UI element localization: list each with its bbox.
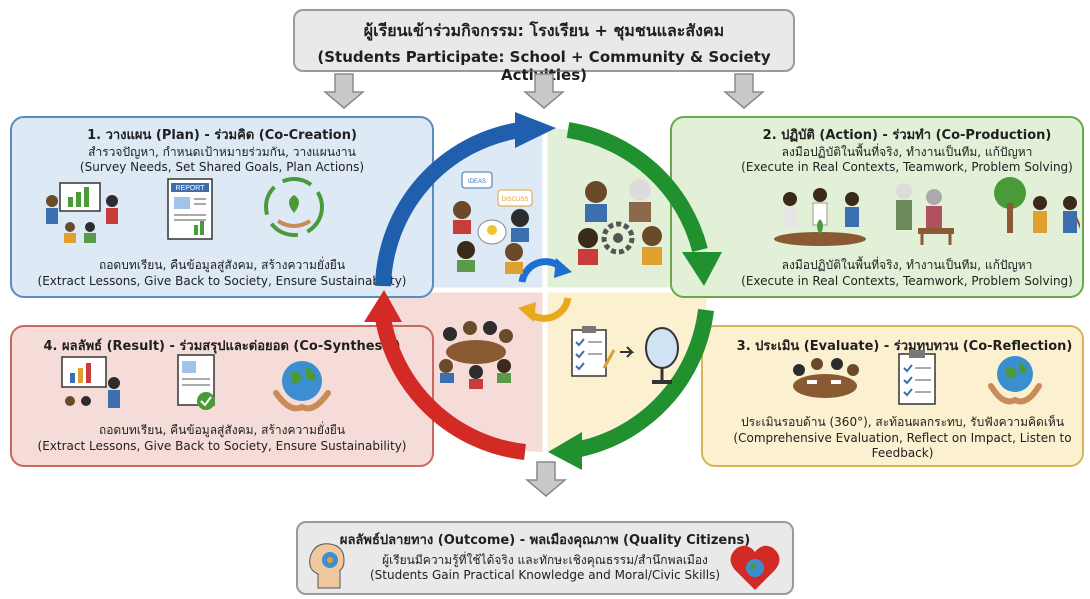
action-line-en: (Execute in Real Contexts, Teamwork, Pro…: [741, 160, 1073, 174]
arrow-green-bottom-head-icon: [548, 432, 582, 470]
evaluate-box: 3. ประเมิน (Evaluate) - ร่วมทบทวน (Co-Re…: [701, 325, 1084, 467]
evaluate-title: 3. ประเมิน (Evaluate) - ร่วมทบทวน (Co-Re…: [736, 339, 1073, 354]
plan-line-en: (Survey Needs, Set Shared Goals, Plan Ac…: [79, 160, 365, 174]
report-icon: REPORT: [167, 178, 213, 240]
inner-arrow-yellow-head-icon: [518, 302, 536, 322]
down-arrow-bottom-icon: [524, 461, 568, 497]
checklist-icon: [898, 350, 936, 405]
evaluate-line-th: ประเมินรอบด้าน (360°), สะท้อนผลกระทบ, รั…: [740, 415, 1065, 429]
clipboard-mirror-icon: [571, 326, 679, 384]
down-arrow-right-icon: [722, 73, 766, 109]
brainstorm-icon: IDEAS DISCUSS: [453, 171, 533, 274]
evaluate-icons: [793, 350, 1042, 405]
down-arrow-left-icon: [322, 73, 366, 109]
result-icons: [61, 354, 331, 412]
bubble-ideas-label: IDEAS: [468, 179, 486, 185]
arrow-blue: [375, 122, 522, 287]
down-arrow-mid-icon: [522, 73, 566, 109]
presentation-icon: [46, 182, 118, 243]
heart-globe-icon: [730, 545, 780, 590]
arrow-red-head-icon: [364, 290, 402, 322]
result-line-en: (Extract Lessons, Give Back to Society, …: [37, 439, 407, 453]
action-line-th: ลงมือปฏิบัติในพื้นที่จริง, ทำงานเป็นทีม,…: [781, 145, 1033, 159]
outcome-line-th: ผู้เรียนมีความรู้ที่ใช้ได้จริง และทักษะเ…: [382, 553, 708, 567]
action-bottom-th: ลงมือปฏิบัติในพื้นที่จริง, ทำงานเป็นทีม,…: [781, 258, 1033, 272]
plan-line-th: สำรวจปัญหา, กำหนดเป้าหมายร่วมกัน, วางแผน…: [88, 145, 356, 159]
plan-bottom-en: (Extract Lessons, Give Back to Society, …: [37, 274, 407, 288]
outcome-box: ผลลัพธ์ปลายทาง (Outcome) - พลเมืองคุณภาพ…: [296, 521, 794, 595]
action-title: 2. ปฏิบัติ (Action) - ร่วมทำ (Co-Product…: [762, 128, 1052, 143]
action-icons: [774, 177, 1080, 246]
plan-title: 1. วางแผน (Plan) - ร่วมคิด (Co-Creation): [87, 128, 357, 143]
collaboration-icon: [578, 179, 662, 265]
meeting-table-icon: [793, 358, 859, 398]
planting-icon: [774, 188, 866, 246]
cleaning-icon: [994, 177, 1080, 233]
report-label: REPORT: [175, 185, 205, 192]
sustainability-icon: [264, 177, 324, 237]
header-box: ผู้เรียนเข้าร่วมกิจกรรม: โรงเรียน + ชุมช…: [293, 9, 795, 84]
result-line-th: ถอดบทเรียน, คืนข้อมูลสู่สังคม, สร้างความ…: [98, 423, 346, 437]
arrow-red: [375, 316, 526, 460]
arrow-green-head-icon: [682, 252, 722, 286]
elderly-care-icon: [896, 183, 954, 245]
team-meeting-icon: [439, 321, 513, 389]
result-title: 4. ผลลัพธ์ (Result) - ร่วมสรุปและต่อยอด …: [43, 339, 401, 354]
evaluate-line-en: (Comprehensive Evaluation, Reflect on Im…: [733, 431, 1072, 460]
document-check-icon: [177, 354, 215, 410]
result-box: 4. ผลลัพธ์ (Result) - ร่วมสรุปและต่อยอด …: [10, 325, 434, 467]
globe-hands-icon: [273, 361, 331, 412]
bubble-discuss-label: DISCUSS: [502, 197, 529, 203]
arrow-blue-head-icon: [515, 112, 556, 148]
globe-hands-feedback-icon: [988, 356, 1042, 405]
arrow-green-bottom: [573, 308, 714, 458]
outcome-title: ผลลัพธ์ปลายทาง (Outcome) - พลเมืองคุณภาพ…: [339, 533, 751, 548]
action-bottom-en: (Execute in Real Contexts, Teamwork, Pro…: [741, 274, 1073, 288]
plan-bottom-th: ถอดบทเรียน, คืนข้อมูลสู่สังคม, สร้างความ…: [98, 258, 346, 272]
inner-arrow-blue-head-icon: [554, 258, 572, 278]
outcome-line-en: (Students Gain Practical Knowledge and M…: [369, 568, 721, 582]
brain-head-icon: [309, 543, 345, 589]
arrow-green-top: [566, 122, 708, 253]
header-title-th: ผู้เรียนเข้าร่วมกิจกรรม: โรงเรียน + ชุมช…: [363, 21, 725, 40]
presentation-chart-icon: [61, 356, 120, 408]
plan-icons: REPORT: [46, 177, 324, 243]
